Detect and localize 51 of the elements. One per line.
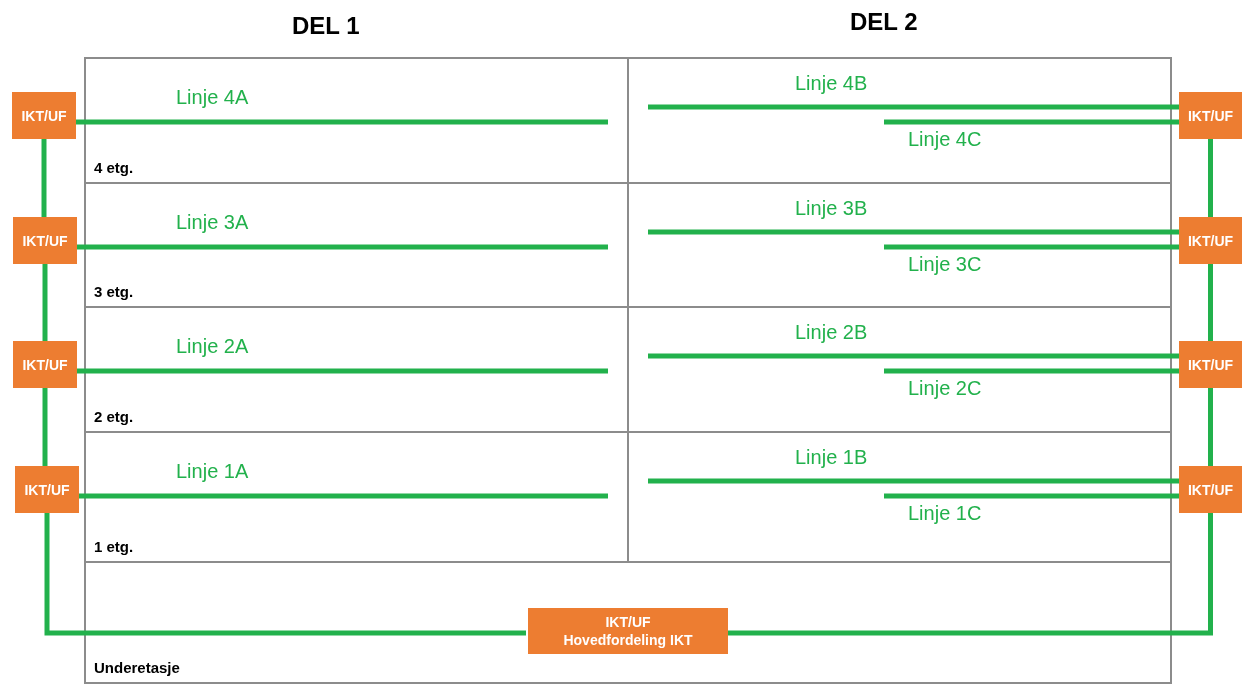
cable-line xyxy=(1208,388,1213,466)
cable-line xyxy=(648,478,1179,484)
floor-label: 4 etg. xyxy=(94,159,134,176)
edge-label: Linje 2B xyxy=(795,321,868,344)
cable-line xyxy=(884,244,1179,250)
cable-line xyxy=(42,388,48,466)
cable-line xyxy=(79,493,608,499)
distribution-box: IKT/UF xyxy=(1179,92,1242,139)
distribution-box: IKT/UF xyxy=(13,341,77,388)
cable-line xyxy=(726,513,1213,636)
floor-section xyxy=(84,57,629,184)
floor-section xyxy=(84,561,1172,684)
floor-label: Underetasje xyxy=(94,659,180,676)
cable-line xyxy=(648,229,1179,235)
cable-line xyxy=(648,104,1179,110)
edge-label: Linje 4B xyxy=(795,72,868,95)
cable-line xyxy=(884,368,1179,374)
distribution-box: IKT/UF xyxy=(13,217,77,264)
distribution-box: IKT/UF xyxy=(1179,217,1242,264)
edge-label: Linje 2A xyxy=(176,335,249,358)
floor-section xyxy=(627,57,1172,184)
floor-label: 3 etg. xyxy=(94,283,134,300)
section-title: DEL 2 xyxy=(850,8,918,36)
floor-label: 2 etg. xyxy=(94,408,134,425)
cable-line xyxy=(1208,264,1213,341)
distribution-box: IKT/UF xyxy=(15,466,79,513)
edge-label: Linje 4A xyxy=(176,86,249,109)
cable-line xyxy=(41,139,47,217)
distribution-box: IKT/UF xyxy=(12,92,76,139)
edge-label: Linje 3B xyxy=(795,197,868,220)
edge-label: Linje 3C xyxy=(908,253,982,276)
cable-line xyxy=(77,368,608,374)
cable-line xyxy=(884,493,1179,499)
cable-line xyxy=(1208,139,1213,217)
edge-label: Linje 1C xyxy=(908,502,982,525)
cable-line xyxy=(42,264,48,341)
cable-line xyxy=(648,353,1179,359)
distribution-box: IKT/UF xyxy=(1179,341,1242,388)
edge-label: Linje 2C xyxy=(908,377,982,400)
distribution-box: IKT/UF xyxy=(1179,466,1242,513)
cable-line xyxy=(77,244,608,250)
edge-label: Linje 1B xyxy=(795,446,868,469)
floor-label: 1 etg. xyxy=(94,538,134,555)
section-title: DEL 1 xyxy=(292,12,360,40)
cable-line xyxy=(884,119,1179,125)
distribution-box: IKT/UF Hovedfordeling IKT xyxy=(528,608,728,654)
edge-label: Linje 1A xyxy=(176,460,249,483)
edge-label: Linje 3A xyxy=(176,211,249,234)
cable-line xyxy=(76,119,608,125)
edge-label: Linje 4C xyxy=(908,128,982,151)
cable-line xyxy=(44,513,526,636)
